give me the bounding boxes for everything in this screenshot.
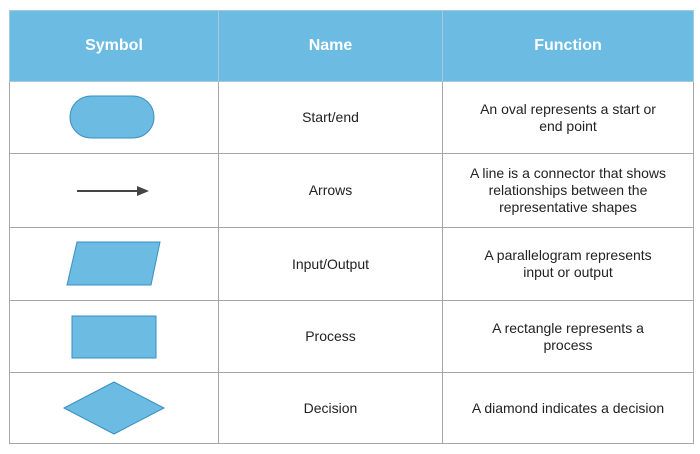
table-row: Decision A diamond indicates a decision (9, 372, 694, 444)
table-row: Arrows A line is a connector that shows … (9, 153, 694, 228)
symbol-cell (9, 300, 219, 373)
header-symbol: Symbol (9, 10, 219, 82)
name-cell: Start/end (218, 81, 443, 154)
name-cell: Arrows (218, 153, 443, 228)
table-row: Start/end An oval represents a start or … (9, 81, 694, 154)
header-function: Function (442, 10, 694, 82)
name-cell: Decision (218, 372, 443, 444)
name-cell: Process (218, 300, 443, 373)
diamond-icon (62, 381, 166, 435)
oval-icon (69, 95, 155, 138)
header-row: Symbol Name Function (9, 10, 694, 82)
symbol-cell (9, 227, 219, 301)
symbol-cell (9, 153, 219, 228)
function-cell: A parallelogram represents input or outp… (442, 227, 694, 301)
symbols-table: Symbol Name Function Start/end An oval r… (9, 10, 694, 444)
function-cell: A diamond indicates a decision (442, 372, 694, 444)
function-cell: An oval represents a start or end point (442, 81, 694, 154)
arrow-right-icon (77, 185, 149, 196)
parallelogram-icon (66, 241, 161, 286)
header-name: Name (218, 10, 443, 82)
symbol-cell (9, 372, 219, 444)
symbol-cell (9, 81, 219, 154)
table-row: Process A rectangle represents a process (9, 300, 694, 373)
flowchart-symbols-table: Symbol Name Function Start/end An oval r… (9, 10, 694, 444)
function-cell: A rectangle represents a process (442, 300, 694, 373)
function-cell: A line is a connector that shows relatio… (442, 153, 694, 228)
rectangle-icon (71, 315, 157, 358)
table-row: Input/Output A parallelogram represents … (9, 227, 694, 301)
name-cell: Input/Output (218, 227, 443, 301)
